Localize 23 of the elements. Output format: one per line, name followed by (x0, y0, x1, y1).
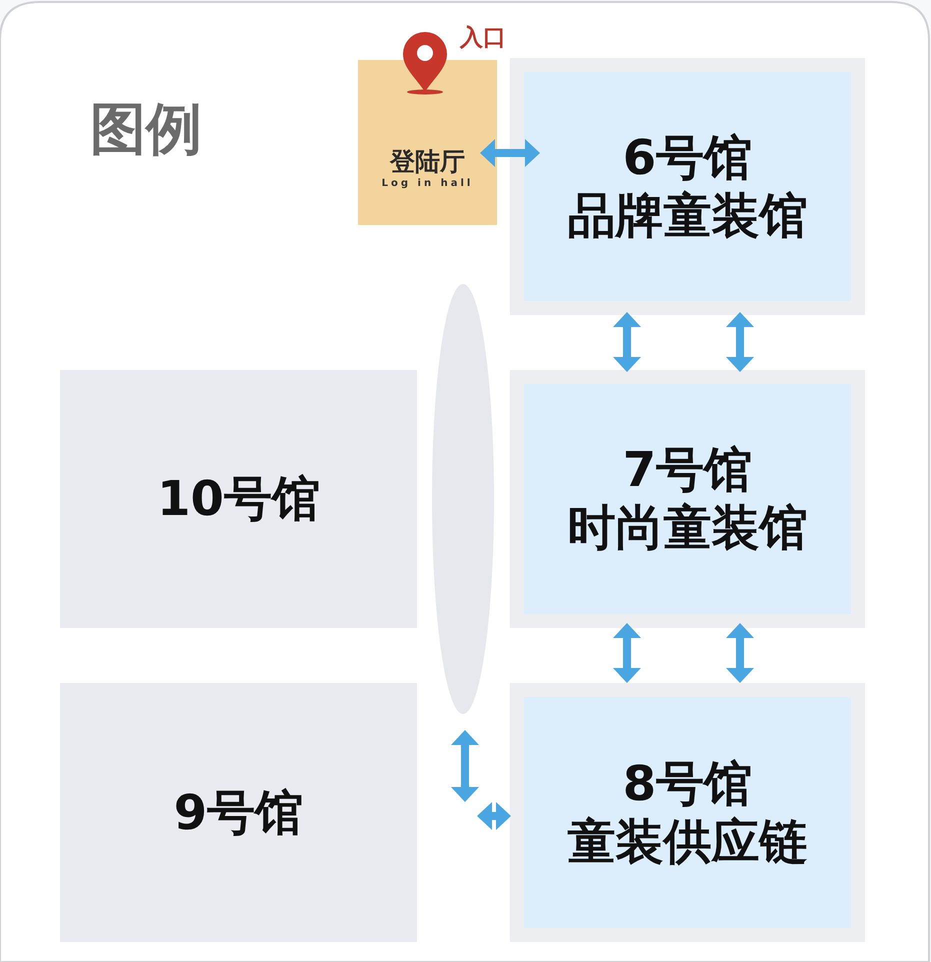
legend-heading: 图例 (90, 96, 202, 164)
hall-number: 9号馆 (174, 784, 304, 842)
double-arrow (451, 730, 511, 830)
hall-number: 8号馆 (622, 754, 752, 812)
double-arrow (613, 623, 641, 683)
double-arrow (480, 139, 540, 167)
double-arrow (613, 312, 641, 372)
hall-name: 童装供应链 (568, 812, 808, 870)
hall-name: 登陆厅 (390, 146, 465, 178)
hall-name: 品牌童装馆 (568, 186, 808, 244)
hall-number: 6号馆 (622, 128, 752, 186)
hall-box (510, 683, 865, 942)
hall-box (510, 370, 865, 628)
hall-name-english: Log in hall (382, 178, 474, 188)
hall-box (510, 58, 865, 315)
walkway-oval (432, 284, 494, 714)
double-arrow (726, 623, 754, 683)
entrance-label: 入口 (460, 24, 506, 53)
hall-name: 时尚童装馆 (568, 499, 808, 557)
hall-box (358, 60, 497, 225)
hall-number: 10号馆 (157, 470, 320, 528)
hall-number: 7号馆 (622, 441, 752, 499)
double-arrow (726, 312, 754, 372)
